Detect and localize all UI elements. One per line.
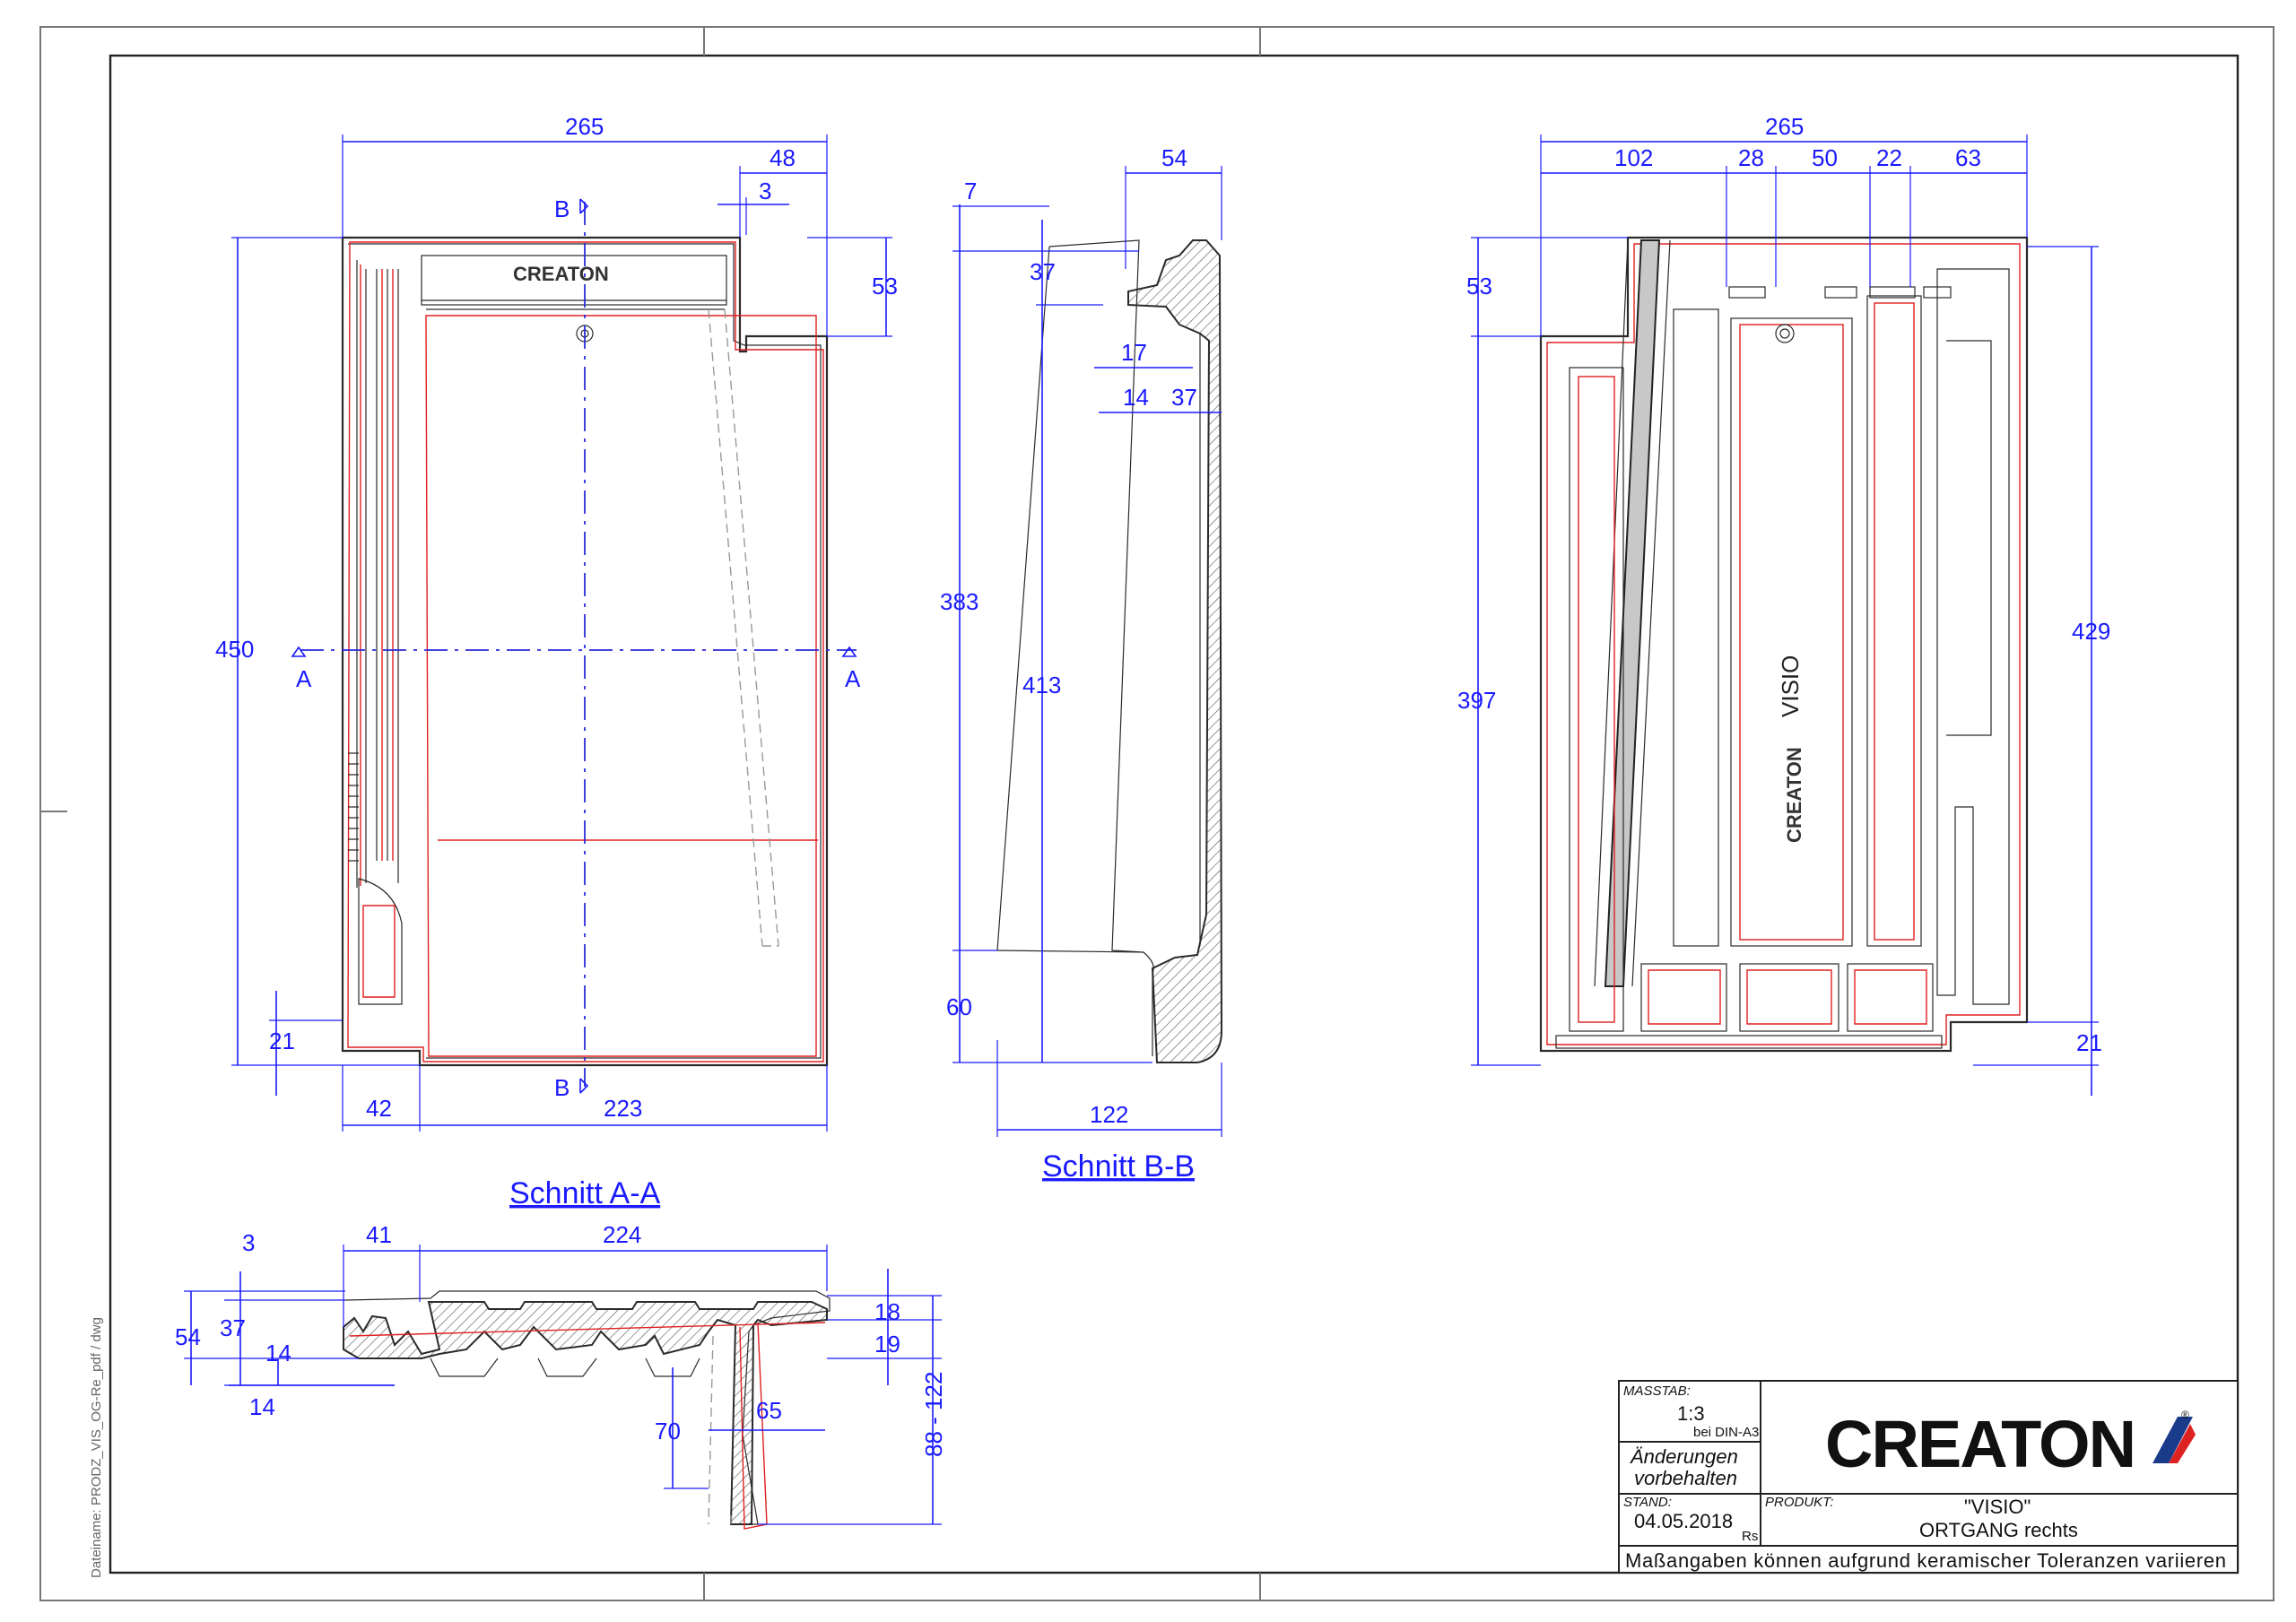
- aa-dim-19: 19: [874, 1331, 900, 1357]
- changes-line-1: Änderungen: [1630, 1445, 1738, 1468]
- produkt-label: PRODUKT:: [1765, 1495, 1833, 1510]
- footer-note: Maßangaben können aufgrund keramischer T…: [1625, 1549, 2226, 1572]
- bb-dim-122: 122: [1090, 1101, 1128, 1128]
- aa-dim-41: 41: [366, 1221, 392, 1248]
- aa-dim-224: 224: [603, 1221, 641, 1248]
- aa-dim-37: 37: [220, 1314, 246, 1341]
- section-bb-view: 54 7 37 17 14 37 383 413 60 122 Schnitt …: [940, 144, 1223, 1184]
- bb-dim-14: 14: [1123, 384, 1149, 411]
- bb-dim-60: 60: [946, 993, 972, 1020]
- back-dim-22: 22: [1876, 144, 1902, 171]
- plan-view: CREATON B B A A 265 48: [215, 113, 898, 1132]
- section-mark-a-left: A: [296, 665, 312, 692]
- aa-dim-range: 88 - 122: [920, 1372, 947, 1457]
- plan-dim-48: 48: [770, 144, 796, 171]
- back-dim-429: 429: [2072, 618, 2110, 645]
- svg-text:®: ®: [2181, 1409, 2189, 1421]
- plan-dim-21: 21: [269, 1028, 295, 1054]
- bb-dim-37-mid: 37: [1171, 384, 1197, 411]
- brand-logo: CREATON: [1825, 1407, 2135, 1481]
- back-view: VISIO CREATON 265 102 28 50 22 63 53 397…: [1457, 113, 2110, 1096]
- produkt-line-2: ORTGANG rechts: [1919, 1519, 2078, 1541]
- back-logo: CREATON: [1783, 747, 1805, 843]
- section-mark-a-right: A: [845, 665, 861, 692]
- massstab-note: bei DIN-A3: [1693, 1425, 1759, 1440]
- bb-dim-7: 7: [964, 178, 977, 204]
- back-dim-50: 50: [1812, 144, 1838, 171]
- plan-dim-53: 53: [872, 273, 898, 299]
- back-dim-397: 397: [1457, 687, 1496, 714]
- aa-dim-65: 65: [756, 1397, 782, 1424]
- stand-value: 04.05.2018: [1634, 1510, 1733, 1532]
- plan-dim-450: 450: [215, 636, 254, 663]
- file-name-label: Dateiname: PRODZ_VIS_OG-Re_pdf / dwg: [89, 1317, 104, 1578]
- bb-dim-413: 413: [1022, 672, 1061, 698]
- brand-flag-icon: ®: [2152, 1409, 2196, 1463]
- bb-dim-17: 17: [1121, 339, 1147, 366]
- back-dim-53: 53: [1466, 273, 1492, 299]
- back-product-text: VISIO: [1777, 655, 1804, 717]
- produkt-line-1: "VISIO": [1964, 1496, 2031, 1518]
- back-dim-21: 21: [2076, 1029, 2102, 1056]
- plan-dim-223: 223: [604, 1095, 642, 1122]
- section-aa-view: Schnitt A-A 41 224 3 54 37 14 14 18: [175, 1176, 947, 1530]
- changes-line-2: vorbehalten: [1634, 1467, 1737, 1489]
- stand-suffix: Rs: [1742, 1529, 1758, 1544]
- back-dim-102: 102: [1614, 144, 1653, 171]
- sheet-frame: [39, 26, 2274, 1601]
- back-dim-width: 265: [1765, 113, 1804, 140]
- section-mark-b-top: B: [554, 195, 570, 222]
- bb-dim-383: 383: [940, 588, 978, 615]
- section-aa-title: Schnitt A-A: [509, 1176, 661, 1210]
- back-dim-28: 28: [1738, 144, 1764, 171]
- section-mark-b-bottom: B: [554, 1074, 570, 1101]
- bb-dim-37-top: 37: [1030, 258, 1056, 285]
- aa-dim-3: 3: [242, 1229, 255, 1256]
- plan-dim-42: 42: [366, 1095, 392, 1122]
- plan-logo: CREATON: [513, 263, 609, 285]
- title-block: MASSTAB: 1:3 bei DIN-A3 Änderungen vorbe…: [1618, 1380, 2239, 1574]
- back-dim-63: 63: [1955, 144, 1981, 171]
- section-bb-title: Schnitt B-B: [1042, 1149, 1195, 1184]
- massstab-value: 1:3: [1677, 1402, 1705, 1425]
- plan-nibs: [348, 752, 359, 862]
- aa-dim-70: 70: [655, 1418, 681, 1444]
- aa-dim-14-b: 14: [249, 1393, 275, 1420]
- plan-dim-width: 265: [565, 113, 604, 140]
- bb-dim-54: 54: [1161, 144, 1187, 171]
- aa-dim-54: 54: [175, 1323, 201, 1350]
- plan-dim-3: 3: [759, 178, 771, 204]
- massstab-label: MASSTAB:: [1623, 1383, 1691, 1399]
- aa-dim-18: 18: [874, 1298, 900, 1325]
- stand-label: STAND:: [1623, 1495, 1672, 1510]
